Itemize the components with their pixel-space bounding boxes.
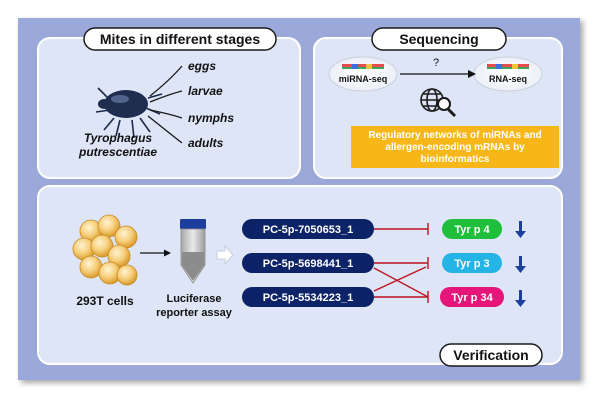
down-arrow-icons — [515, 221, 526, 307]
verification-title: Verification — [453, 347, 528, 363]
allergen-label-tyr-p34: Tyr p 34 — [451, 292, 493, 304]
mirna-pill-2-label: PC-5p-5698441_1 — [263, 258, 354, 270]
stage-connectors — [147, 65, 183, 144]
stage-adults: adults — [188, 136, 224, 150]
panel-mites: Mites in different stages eggs larvae ny… — [37, 27, 301, 179]
mirna-pill-3 — [242, 287, 374, 307]
species-name-line1: Tyrophagus — [84, 131, 153, 145]
test-tube-icon — [180, 219, 206, 284]
allergen-label-tyr-p4: Tyr p 4 — [454, 224, 490, 236]
cells-label: 293T cells — [76, 294, 134, 308]
rna-seq-label: RNA-seq — [489, 74, 527, 84]
inhibition-lines — [373, 223, 429, 303]
regulatory-line-3: bioinformatics — [421, 154, 490, 165]
allergen-pill-tyr-p4 — [442, 219, 502, 239]
seq-question-mark: ? — [433, 57, 439, 69]
panel-sequencing: Sequencing miRNA-seq RNA-seq ? — [313, 27, 563, 179]
rna-strand-icon — [487, 64, 529, 69]
mirna-pill-3-label: PC-5p-5534223_1 — [263, 292, 354, 304]
assay-label-line1: Luciferase — [166, 293, 221, 305]
stage-larvae: larvae — [188, 84, 223, 98]
sequencing-title-pill — [371, 27, 507, 51]
regulatory-line-1: Regulatory networks of miRNAs and — [368, 130, 541, 141]
mite-body — [104, 90, 148, 118]
assay-label-line2: reporter assay — [156, 307, 233, 319]
sequencing-title: Sequencing — [399, 31, 478, 47]
mites-title: Mites in different stages — [100, 31, 260, 47]
mirna-pill-1-label: PC-5p-7050653_1 — [263, 224, 354, 236]
allergen-pill-tyr-p34 — [440, 287, 504, 307]
down-arrow-icon — [515, 256, 526, 273]
magnifier-icon — [437, 97, 457, 118]
down-arrow-icon — [515, 290, 526, 307]
mites-title-pill — [83, 27, 277, 51]
stage-nymphs: nymphs — [188, 111, 234, 125]
mirna-pill-1 — [242, 219, 374, 239]
mirna-pill-2 — [242, 253, 374, 273]
mirna-seq-label: miRNA-seq — [339, 74, 388, 84]
species-name-line2: putrescentiae — [78, 145, 157, 159]
allergen-pill-tyr-p3 — [442, 253, 502, 273]
down-arrow-icon — [515, 221, 526, 238]
allergen-label-tyr-p3: Tyr p 3 — [454, 258, 489, 270]
verification-title-pill — [439, 343, 543, 367]
assay-to-mirna-arrow — [216, 244, 234, 266]
stage-eggs: eggs — [188, 59, 216, 73]
dna-strand-icon — [342, 64, 384, 69]
regulatory-line-2: allergen-encoding mRNAs by — [385, 142, 525, 153]
cells-icon — [72, 214, 138, 286]
regulatory-box — [351, 126, 559, 168]
panel-verification: Verification 293T cells Luciferase repor… — [37, 185, 563, 367]
